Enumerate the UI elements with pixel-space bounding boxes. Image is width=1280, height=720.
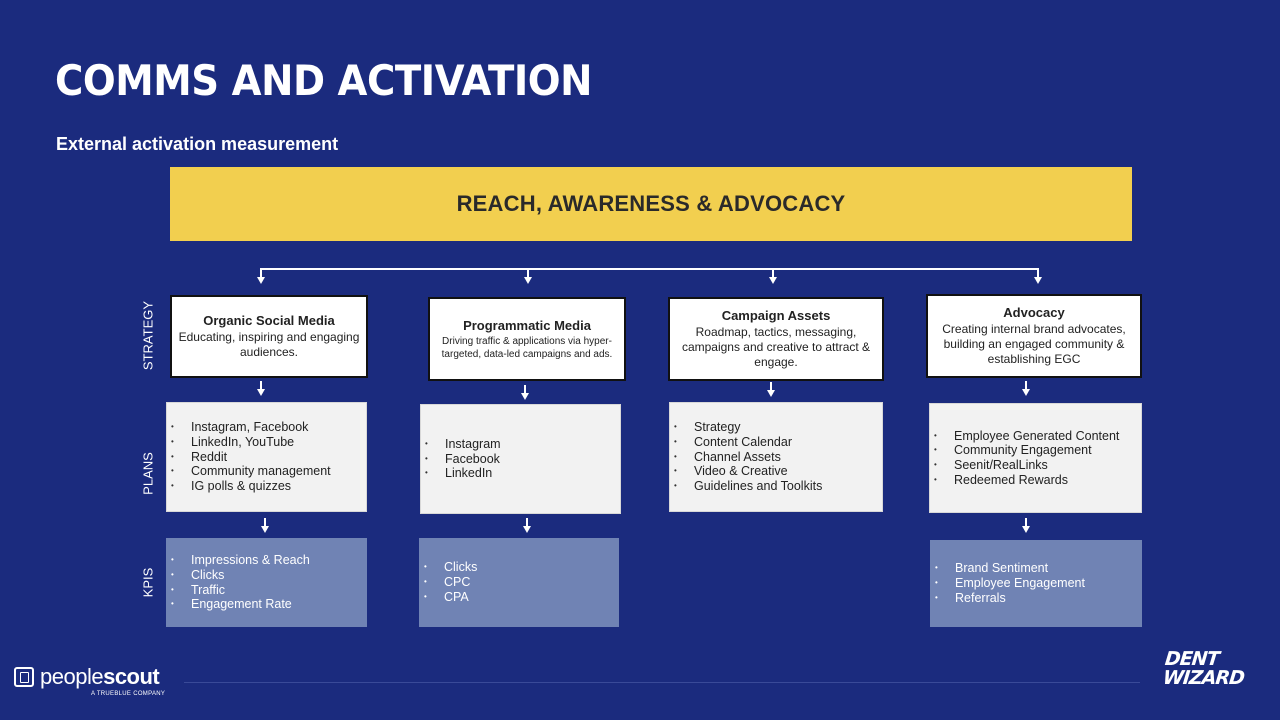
strategy-box-advocacy: Advocacy Creating internal brand advocat…: [926, 294, 1142, 378]
arrow-down-icon: [523, 526, 531, 533]
list-item: Clicks: [424, 560, 619, 575]
connector-drop-2: [527, 268, 529, 278]
logo-line-wizard: WIZARD: [1161, 667, 1246, 689]
arrow-down-icon: [524, 277, 532, 284]
kpi-box-advocacy: Brand Sentiment Employee Engagement Refe…: [930, 540, 1142, 627]
connector-strategy-plans: [260, 381, 262, 390]
connector-drop-4: [1037, 268, 1039, 278]
list-item: Reddit: [171, 450, 366, 465]
plans-box-advocacy: Employee Generated Content Community Eng…: [929, 403, 1142, 513]
list-item: Strategy: [674, 420, 882, 435]
connector-strategy-plans: [1025, 381, 1027, 390]
list-item: Instagram: [425, 437, 620, 452]
strategy-title: Campaign Assets: [721, 308, 831, 323]
page-title: COMMS AND ACTIVATION: [55, 56, 593, 105]
arrow-down-icon: [257, 277, 265, 284]
arrow-down-icon: [767, 390, 775, 397]
arrow-down-icon: [1022, 389, 1030, 396]
peoplescout-tagline: A TRUEBLUE COMPANY: [91, 691, 166, 697]
connector-plans-kpis: [526, 518, 528, 527]
plans-box-campaign-assets: Strategy Content Calendar Channel Assets…: [669, 402, 883, 512]
list-item: Community Engagement: [934, 443, 1141, 458]
connector-horizontal: [260, 268, 1038, 270]
connector-strategy-plans: [524, 385, 526, 394]
list-item: Clicks: [171, 568, 367, 583]
list-item: Traffic: [171, 583, 367, 598]
list-item: LinkedIn, YouTube: [171, 435, 366, 450]
arrow-down-icon: [1022, 526, 1030, 533]
strategy-description: Roadmap, tactics, messaging, campaigns a…: [681, 325, 871, 369]
plans-box-programmatic: Instagram Facebook LinkedIn: [420, 404, 621, 514]
logo-word-scout: scout: [103, 664, 160, 689]
list-item: Referrals: [935, 591, 1142, 606]
arrow-down-icon: [261, 526, 269, 533]
list-item: CPC: [424, 575, 619, 590]
arrow-down-icon: [521, 393, 529, 400]
list-item: CPA: [424, 590, 619, 605]
connector-plans-kpis: [1025, 518, 1027, 527]
list-item: Redeemed Rewards: [934, 473, 1141, 488]
arrow-down-icon: [257, 389, 265, 396]
list-item: Instagram, Facebook: [171, 420, 366, 435]
peoplescout-logo-icon: [14, 667, 34, 687]
arrow-down-icon: [1034, 277, 1042, 284]
list-item: Employee Generated Content: [934, 429, 1141, 444]
list-item: Video & Creative: [674, 464, 882, 479]
list-item: Seenit/RealLinks: [934, 458, 1141, 473]
list-item: IG polls & quizzes: [171, 479, 366, 494]
strategy-box-organic-social: Organic Social Media Educating, inspirin…: [170, 295, 368, 378]
strategy-description: Educating, inspiring and engaging audien…: [178, 330, 360, 359]
row-label-plans: PLANS: [140, 452, 156, 495]
list-item: Employee Engagement: [935, 576, 1142, 591]
list-item: Community management: [171, 464, 366, 479]
list-item: Channel Assets: [674, 450, 882, 465]
page-subtitle: External activation measurement: [56, 134, 339, 154]
banner-reach-awareness-advocacy: REACH, AWARENESS & ADVOCACY: [170, 167, 1132, 241]
list-item: LinkedIn: [425, 466, 620, 481]
strategy-description: Creating internal brand advocates, build…: [942, 322, 1126, 366]
strategy-title: Advocacy: [1003, 305, 1065, 320]
plans-box-organic-social: Instagram, Facebook LinkedIn, YouTube Re…: [166, 402, 367, 512]
kpi-box-programmatic: Clicks CPC CPA: [419, 538, 619, 627]
strategy-title: Organic Social Media: [203, 313, 335, 328]
list-item: Content Calendar: [674, 435, 882, 450]
dent-wizard-logo: DENT WIZARD: [1161, 648, 1247, 689]
logo-word-people: people: [40, 664, 104, 689]
connector-plans-kpis: [264, 518, 266, 527]
row-label-kpis: KPIS: [140, 567, 156, 598]
connector-drop-1: [260, 268, 262, 278]
list-item: Guidelines and Toolkits: [674, 479, 882, 494]
row-label-strategy: STRATEGY: [140, 300, 156, 371]
footer-divider: [184, 682, 1140, 683]
list-item: Facebook: [425, 452, 620, 467]
strategy-box-programmatic: Programmatic Media Driving traffic & app…: [428, 297, 626, 381]
strategy-title: Programmatic Media: [463, 317, 591, 333]
connector-strategy-plans: [770, 382, 772, 391]
arrow-down-icon: [769, 277, 777, 284]
list-item: Engagement Rate: [171, 597, 367, 612]
strategy-description: Driving traffic & applications via hyper…: [441, 335, 613, 360]
strategy-box-campaign-assets: Campaign Assets Roadmap, tactics, messag…: [668, 297, 884, 381]
list-item: Brand Sentiment: [935, 561, 1142, 576]
list-item: Impressions & Reach: [171, 553, 367, 568]
kpi-box-organic-social: Impressions & Reach Clicks Traffic Engag…: [166, 538, 367, 627]
peoplescout-logo: peoplescout: [14, 664, 160, 690]
connector-drop-3: [772, 268, 774, 278]
